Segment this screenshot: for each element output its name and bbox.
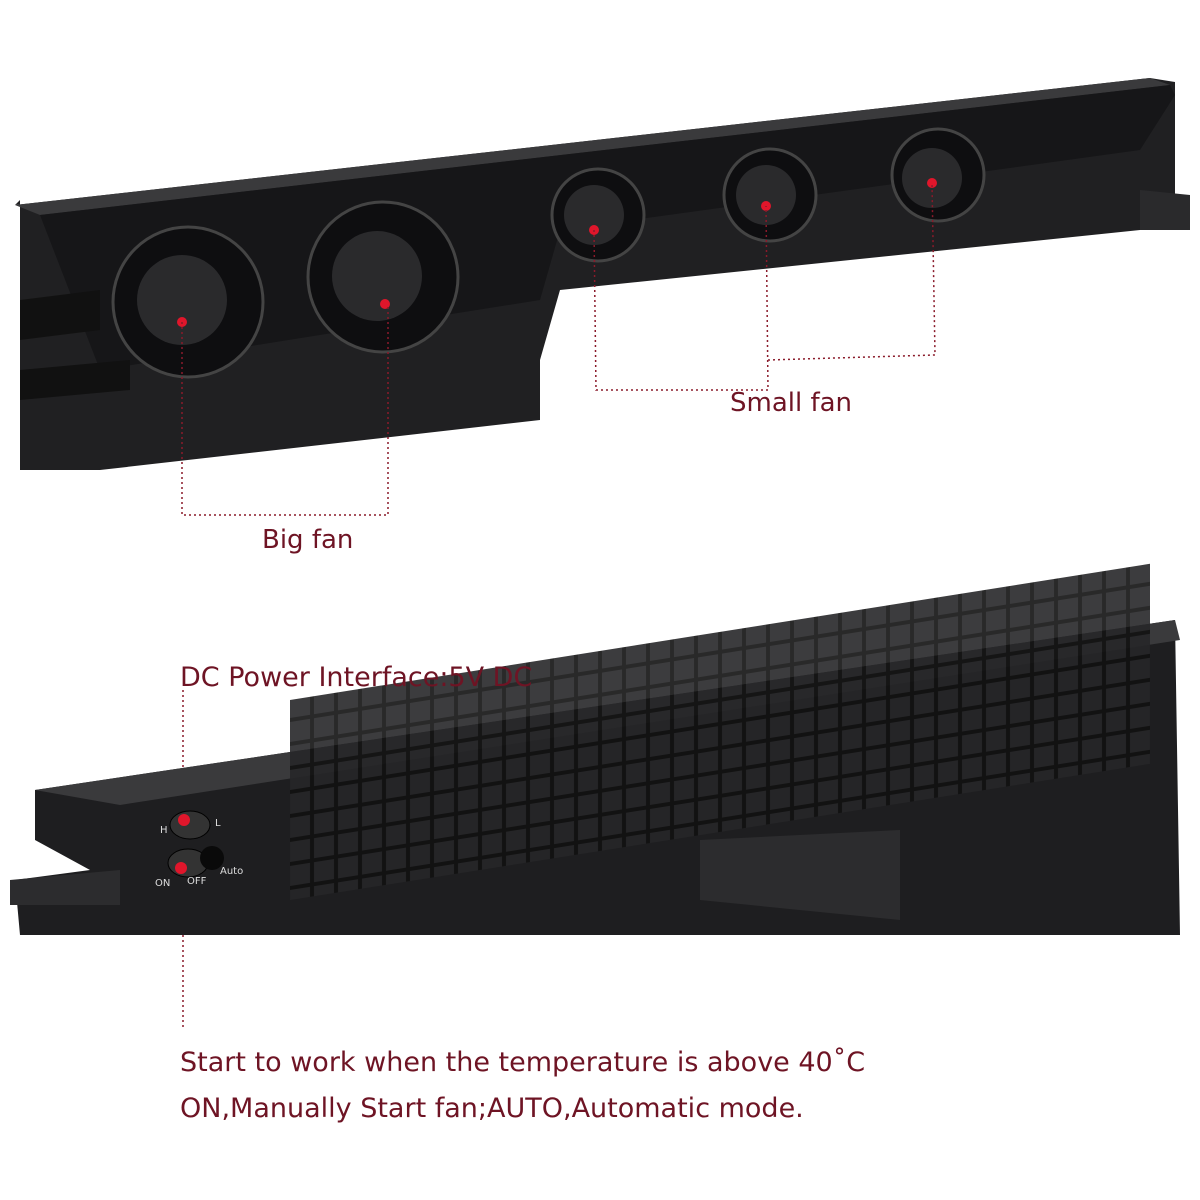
small-fan-label: Small fan xyxy=(730,388,853,418)
speed-low-label: L xyxy=(215,818,221,829)
switches xyxy=(167,810,224,878)
on-label: ON xyxy=(155,878,171,889)
off-label: OFF xyxy=(187,876,207,887)
big-fan-label: Big fan xyxy=(262,525,354,555)
auto-label: Auto xyxy=(220,866,244,877)
small-fans xyxy=(550,127,986,263)
dc-power-label: DC Power Interface:5V DC xyxy=(180,662,533,693)
bottom-device-view xyxy=(10,563,1180,935)
big-fans xyxy=(111,200,460,379)
speed-high-label: H xyxy=(160,825,168,836)
mode-note: ON,Manually Start fan;AUTO,Automatic mod… xyxy=(180,1093,804,1124)
temperature-note: Start to work when the temperature is ab… xyxy=(180,1047,866,1078)
